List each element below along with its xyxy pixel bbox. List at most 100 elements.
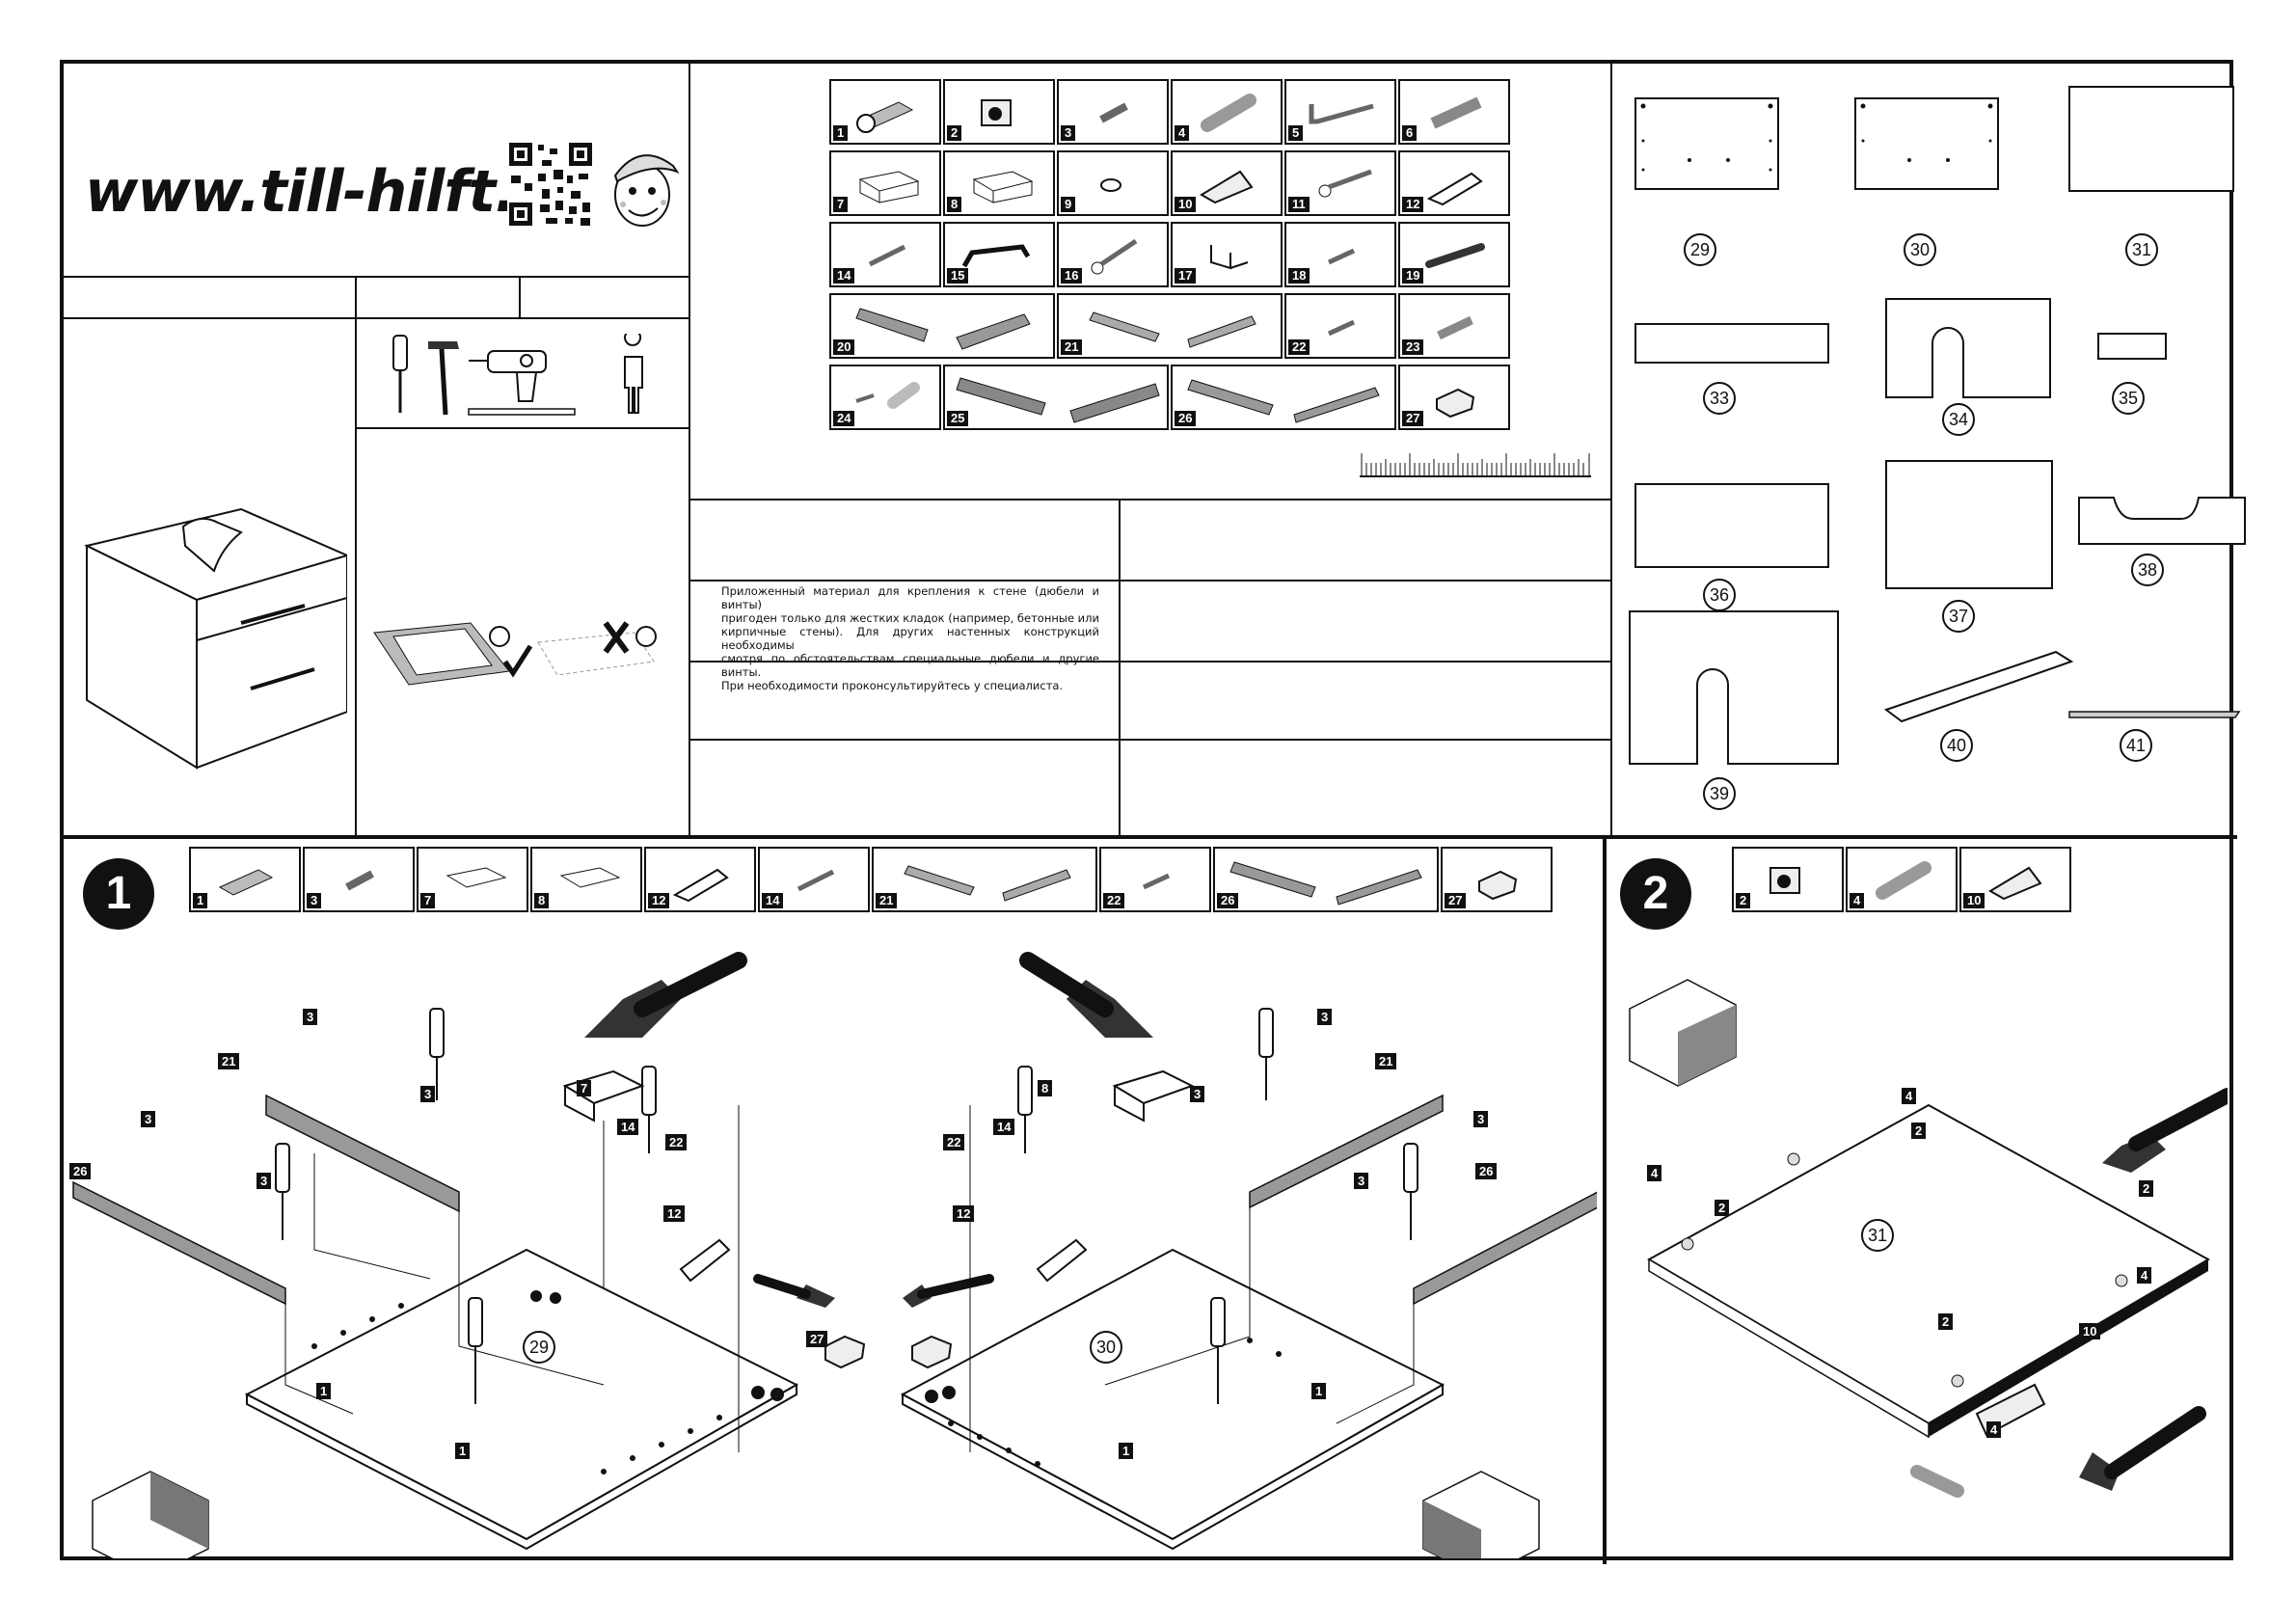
part-9: 9 (1057, 150, 1169, 216)
step1-part-14: 14 (758, 847, 870, 912)
divider (64, 317, 689, 319)
step1-part-26: 26 (1213, 847, 1439, 912)
step2-label-2: 2 (2139, 1180, 2154, 1197)
panel-36-label: 36 (1703, 579, 1736, 611)
part-15-handle: 15 (943, 222, 1055, 287)
panel-35-shape (2097, 333, 2167, 360)
panel-34-label: 34 (1942, 403, 1975, 436)
divider (689, 499, 1610, 500)
step1-label-3: 3 (303, 1009, 318, 1025)
part-2: 2 (943, 79, 1055, 145)
section-divider (64, 835, 2237, 839)
panel-column: 29 30 31 33 34 35 36 37 38 39 40 41 (1610, 64, 2246, 835)
step1-part-22: 22 (1099, 847, 1211, 912)
divider (689, 661, 1610, 663)
part-7: 7 (829, 150, 941, 216)
part-12: 12 (1398, 150, 1510, 216)
part-24: 24 (829, 365, 941, 430)
panel-39-label: 39 (1703, 777, 1736, 810)
part-17: 17 (1171, 222, 1283, 287)
step-1-assembly-drawing (72, 952, 1597, 1558)
step-2-number: 2 (1620, 858, 1691, 930)
divider (355, 427, 689, 429)
instruction-sheet-frame: www.till-hilft.de (60, 60, 2246, 1564)
step1-label-1: 1 (455, 1443, 471, 1459)
divider (355, 276, 357, 835)
step1-part-27: 27 (1441, 847, 1553, 912)
tools-icon (392, 334, 643, 416)
panel-37-shape (1885, 460, 2053, 589)
step-1-number: 1 (83, 858, 154, 930)
part-20-drawer-slides: 20 (829, 293, 1055, 359)
step1-label-1: 1 (316, 1383, 332, 1399)
panel-30-shape (1854, 97, 1999, 190)
step1-label-12: 12 (953, 1205, 975, 1222)
step2-part-4: 4 (1846, 847, 1958, 912)
panel-38-shape (2078, 497, 2246, 545)
panel-39-shape (1629, 610, 1839, 765)
divider (1119, 499, 1121, 835)
part-14: 14 (829, 222, 941, 287)
panel-30-label: 30 (1904, 233, 1936, 266)
step1-label-1: 1 (1119, 1443, 1134, 1459)
step1-label-14: 14 (993, 1119, 1015, 1135)
step1-board-29-label: 29 (523, 1331, 555, 1364)
step1-label-3: 3 (1190, 1086, 1205, 1102)
part-4: 4 (1171, 79, 1283, 145)
step2-label-2: 2 (1938, 1313, 1954, 1330)
panel-36-shape (1634, 483, 1829, 568)
part-23: 23 (1398, 293, 1510, 359)
step-2-parts-strip: 2 4 10 (1732, 839, 2233, 912)
step1-label-1: 1 (1311, 1383, 1327, 1399)
panel-29-shape (1634, 97, 1779, 190)
step-1-parts-strip: 1 3 7 8 12 14 21 22 26 27 (189, 839, 1587, 912)
step1-label-3: 3 (1317, 1009, 1333, 1025)
part-21-drawer-slides: 21 (1057, 293, 1283, 359)
step1-label-27: 27 (806, 1331, 828, 1347)
step1-label-22: 22 (665, 1134, 688, 1150)
part-19: 19 (1398, 222, 1510, 287)
panel-37-label: 37 (1942, 600, 1975, 633)
part-5: 5 (1284, 79, 1396, 145)
panel-40-shape (1883, 650, 2074, 723)
panel-34-shape (1885, 298, 2051, 398)
divider (64, 276, 689, 278)
panel-38-label: 38 (2131, 554, 2164, 586)
wall-mounting-warning-text: Приложенный материал для крепления к сте… (721, 584, 1099, 692)
panel-33-label: 33 (1703, 382, 1736, 415)
part-11: 11 (1284, 150, 1396, 216)
step1-part-21: 21 (872, 847, 1097, 912)
step1-label-26: 26 (69, 1163, 92, 1179)
divider (689, 739, 1610, 741)
step2-part-2: 2 (1732, 847, 1844, 912)
step1-label-14: 14 (617, 1119, 639, 1135)
part-22: 22 (1284, 293, 1396, 359)
step1-part-12: 12 (644, 847, 756, 912)
step2-label-10: 10 (2079, 1323, 2101, 1339)
part-1: 1 (829, 79, 941, 145)
step-2-assembly-drawing (1629, 979, 2228, 1498)
step2-label-2: 2 (1911, 1123, 1927, 1139)
step2-board-31-label: 31 (1861, 1219, 1894, 1252)
step1-label-3: 3 (420, 1086, 436, 1102)
part-16: 16 (1057, 222, 1169, 287)
part-10: 10 (1171, 150, 1283, 216)
panel-33-shape (1634, 323, 1829, 364)
info-column: www.till-hilft.de (64, 64, 690, 835)
divider (689, 580, 1610, 582)
panel-40-label: 40 (1940, 729, 1973, 762)
step1-label-3: 3 (257, 1173, 272, 1189)
step1-label-12: 12 (663, 1205, 686, 1222)
panel-35-label: 35 (2112, 382, 2145, 415)
step2-label-4: 4 (2137, 1267, 2152, 1284)
mascot-boy-icon (613, 154, 680, 227)
step1-label-8: 8 (1038, 1080, 1053, 1096)
step1-label-21: 21 (1375, 1053, 1397, 1069)
step1-label-22: 22 (943, 1134, 965, 1150)
step1-part-1: 1 (189, 847, 301, 912)
section-divider (1603, 835, 1607, 1564)
step2-label-4: 4 (1986, 1421, 2002, 1438)
part-18: 18 (1284, 222, 1396, 287)
step1-label-26: 26 (1475, 1163, 1498, 1179)
panel-31-label: 31 (2125, 233, 2158, 266)
